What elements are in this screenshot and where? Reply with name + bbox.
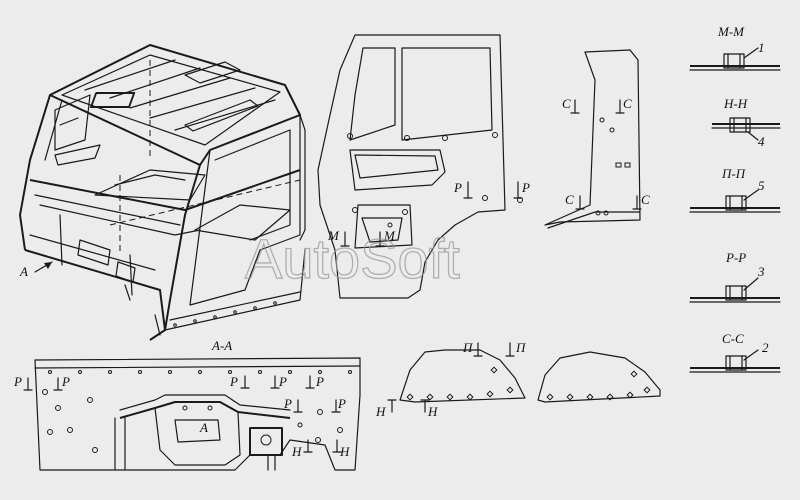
aa-marker-p-1: Р <box>13 374 22 389</box>
inner-marker-c-top-right: С <box>623 96 632 111</box>
callout-3: 3 <box>757 264 765 279</box>
watermark-text: AutoSoft <box>245 227 460 290</box>
lower-marker-pi-right: П <box>515 340 527 355</box>
view-arrow-a: A <box>19 261 53 279</box>
door-marker-p-left: Р <box>453 180 462 195</box>
aa-hole-row <box>42 370 352 453</box>
section-pp: П-П 5 <box>689 166 781 213</box>
door-panel-view: Р Р М М <box>317 34 530 299</box>
aa-marker-n-1: Н <box>291 444 302 459</box>
cab-isometric-view <box>19 44 306 341</box>
section-aa-title: A-A <box>211 338 232 353</box>
door-marker-m-right: М <box>383 228 396 243</box>
section-ss: С-С 2 <box>689 331 781 373</box>
callout-1: 1 <box>758 40 765 55</box>
section-aa-view: A-A Р Р Р Р <box>13 338 361 471</box>
door-lower-part-left: П П Н Н <box>375 340 527 419</box>
section-nn: Н-Н 4 <box>711 96 781 149</box>
lower-marker-n-left: Н <box>375 404 386 419</box>
inner-marker-c-bottom-left: С <box>565 192 574 207</box>
inner-marker-c-bottom-right: С <box>641 192 650 207</box>
section-ss-title: С-С <box>722 331 744 346</box>
section-mm: М-М 1 <box>689 24 781 71</box>
section-pp-title: П-П <box>721 166 747 181</box>
aa-marker-p-6: Р <box>283 396 292 411</box>
door-inner-panel-view: С С С С <box>544 49 650 229</box>
section-nn-title: Н-Н <box>723 96 748 111</box>
section-rr-title: Р-Р <box>725 250 746 265</box>
callout-4: 4 <box>758 134 765 149</box>
aa-marker-p-3: Р <box>229 374 238 389</box>
aa-marker-p-7: Р <box>337 396 346 411</box>
lower-marker-pi-left: П <box>462 340 474 355</box>
aa-marker-n-2: Н <box>339 444 350 459</box>
aa-marker-p-4: Р <box>278 374 287 389</box>
lower-marker-n-right: Н <box>427 404 438 419</box>
aa-marker-p-2: Р <box>61 374 70 389</box>
door-marker-m-left: М <box>327 228 340 243</box>
section-mm-title: М-М <box>717 24 745 39</box>
inner-marker-c-top-left: С <box>562 96 571 111</box>
callout-5: 5 <box>758 178 765 193</box>
door-marker-p-right: Р <box>521 180 530 195</box>
callout-2: 2 <box>762 340 769 355</box>
section-rr: Р-Р 3 <box>689 250 781 303</box>
aa-view-a-mark: A <box>199 420 208 435</box>
aa-marker-p-5: Р <box>315 374 324 389</box>
arrow-a-label: A <box>19 264 28 279</box>
door-lower-part-right <box>537 351 661 403</box>
